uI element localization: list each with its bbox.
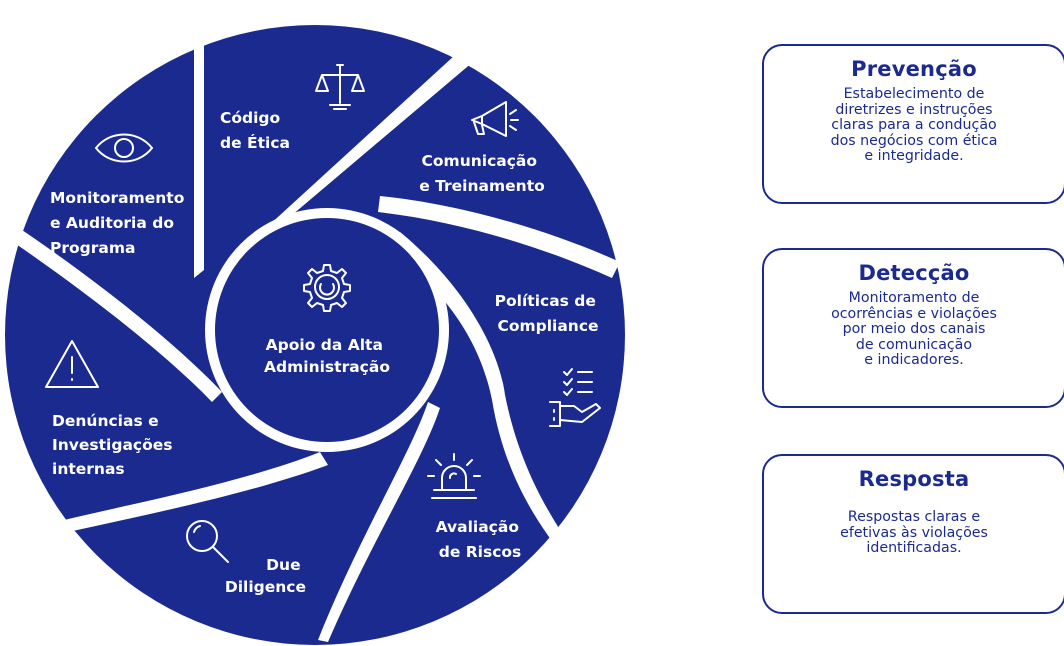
segment-monitoramento-label: Monitoramento e Auditoria do Programa [50,189,190,257]
segment-comunicacao-label: Comunicação e Treinamento [419,152,545,195]
segment-monitoramento-line-3: Programa [50,239,135,257]
eye-icon [95,133,153,163]
segment-comunicacao-line-1: Comunicação [422,152,538,170]
warning-icon [45,340,99,388]
card-prevencao-text: Estabelecimento de diretrizes e instruçõ… [830,86,998,164]
card-deteccao-text: Monitoramento de ocorrências e violações… [831,290,997,368]
magnifier-icon [186,520,229,563]
card-resposta-text: Respostas claras e efetivas às violações… [840,509,988,556]
card-deteccao-title: Detecção [858,261,970,285]
card-prevencao-title: Prevenção [851,57,977,81]
segment-separators [16,28,620,642]
segment-denuncias-line-3: internas [52,460,125,478]
segment-due-label: Due Diligence [225,556,306,596]
segment-due-line-2: Diligence [225,578,306,596]
center-label-line-1: Apoio da Alta [266,336,383,354]
card-deteccao: Detecção Monitoramento de ocorrências e … [762,248,1064,408]
segment-denuncias-label: Denúncias e Investigações internas [52,412,178,478]
segment-politicas-line-1: Políticas de [495,292,596,310]
segment-codigo-line-2: de Ética [220,133,290,152]
gear-icon [303,264,351,312]
center-label-line-2: Administração [264,358,390,376]
segment-codigo-label: Código de Ética [220,109,290,152]
card-resposta-title: Resposta [858,467,970,491]
center-hub [215,218,439,442]
segment-comunicacao-line-2: e Treinamento [419,177,545,195]
segment-denuncias-line-2: Investigações [52,436,173,454]
segment-codigo-line-1: Código [220,109,280,127]
segment-politicas-label: Políticas de Compliance [495,292,602,335]
segment-denuncias-line-1: Denúncias e [52,412,159,430]
segment-riscos-line-1: Avaliação [436,518,519,536]
compliance-wheel: Apoio da Alta Administração Código de Ét… [5,25,625,645]
megaphone-icon [471,101,519,137]
segment-monitoramento-line-1: Monitoramento [50,189,184,207]
card-resposta: Resposta Respostas claras e efetivas às … [762,454,1064,614]
segment-riscos-line-2: de Riscos [439,543,522,561]
segment-due-line-1: Due [266,556,300,574]
segment-politicas-line-2: Compliance [497,317,598,335]
segment-monitoramento-line-2: e Auditoria do [50,214,174,232]
center-label: Apoio da Alta Administração [264,336,390,376]
scales-icon [315,64,365,110]
checklist-hand-icon [549,368,601,427]
alarm-light-icon [427,453,481,499]
segment-riscos-label: Avaliação de Riscos [436,518,525,561]
card-prevencao: Prevenção Estabelecimento de diretrizes … [762,44,1064,204]
